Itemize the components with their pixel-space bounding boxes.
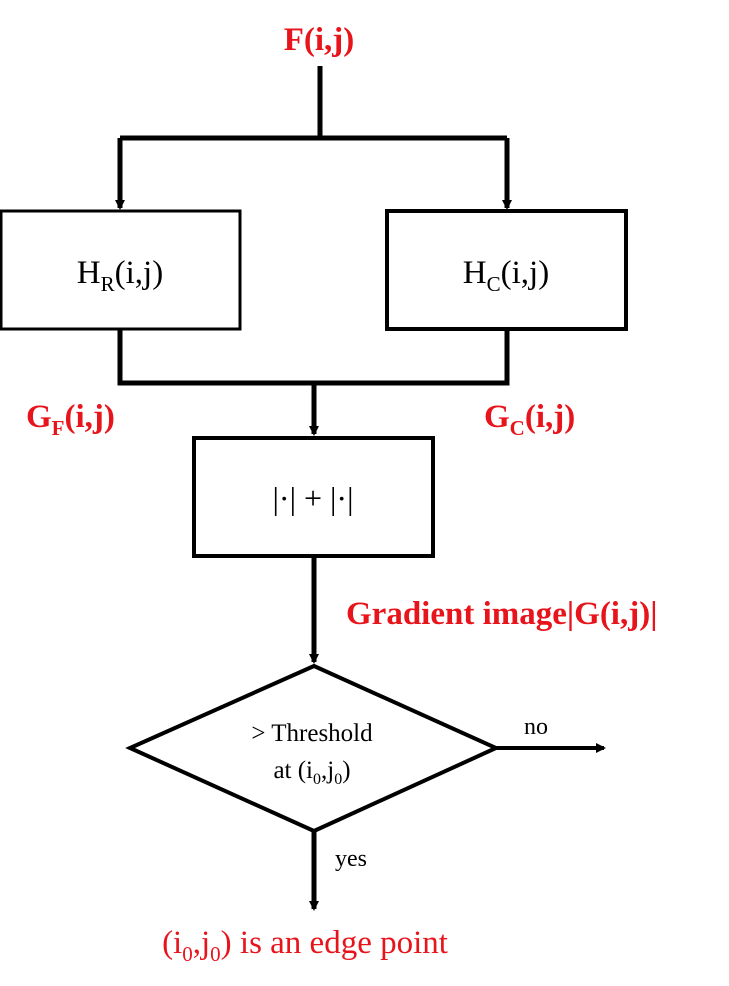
col-filter-suffix: (i,j) xyxy=(501,255,550,291)
decision-line2-prefix: at (i xyxy=(273,757,313,784)
decision-line1: > Threshold xyxy=(251,720,373,747)
input-label: F(i,j) xyxy=(284,22,355,58)
row-filter-main: H xyxy=(77,255,101,291)
result-label: (i0,j0) is an edge point xyxy=(162,925,448,966)
col-filter-label: HC(i,j) xyxy=(463,255,549,296)
gf-suffix: (i,j) xyxy=(65,399,115,435)
result-suffix: ) is an edge point xyxy=(221,925,448,961)
col-filter-main: H xyxy=(463,255,487,291)
yes-branch-label: yes xyxy=(335,846,367,872)
row-filter-label: HR(i,j) xyxy=(77,255,163,296)
decision-line2-sub1: 0 xyxy=(313,771,321,788)
decision-diamond xyxy=(125,663,501,834)
merge-connector xyxy=(117,329,510,386)
gf-main: G xyxy=(26,399,52,435)
decision-line2: at (i0,j0) xyxy=(273,757,350,788)
result-mid: ,j xyxy=(193,925,210,961)
no-branch-label: no xyxy=(524,714,548,740)
gf-label: GF(i,j) xyxy=(26,399,115,440)
gc-subscript: C xyxy=(510,416,525,440)
row-filter-box xyxy=(0,209,242,331)
decision-line2-sub2: 0 xyxy=(334,771,342,788)
gc-label: GC(i,j) xyxy=(484,399,575,440)
combiner-label: |·| + |·| xyxy=(273,480,354,516)
result-sub2: 0 xyxy=(210,942,221,966)
result-prefix: (i xyxy=(162,925,182,961)
row-filter-subscript: R xyxy=(101,272,115,296)
gc-suffix: (i,j) xyxy=(525,399,575,435)
gradient-label: Gradient image|G(i,j)| xyxy=(346,596,657,632)
row-filter-suffix: (i,j) xyxy=(115,255,164,291)
col-filter-subscript: C xyxy=(487,272,501,296)
col-filter-box xyxy=(385,209,628,331)
decision-line2-mid: ,j xyxy=(321,757,334,784)
split-connector xyxy=(120,66,507,141)
gf-subscript: F xyxy=(52,416,65,440)
input-label-text: F(i,j) xyxy=(284,22,355,58)
gc-main: G xyxy=(484,399,510,435)
result-sub1: 0 xyxy=(182,942,193,966)
combiner-box xyxy=(192,436,435,558)
decision-line2-suffix: ) xyxy=(342,757,350,784)
